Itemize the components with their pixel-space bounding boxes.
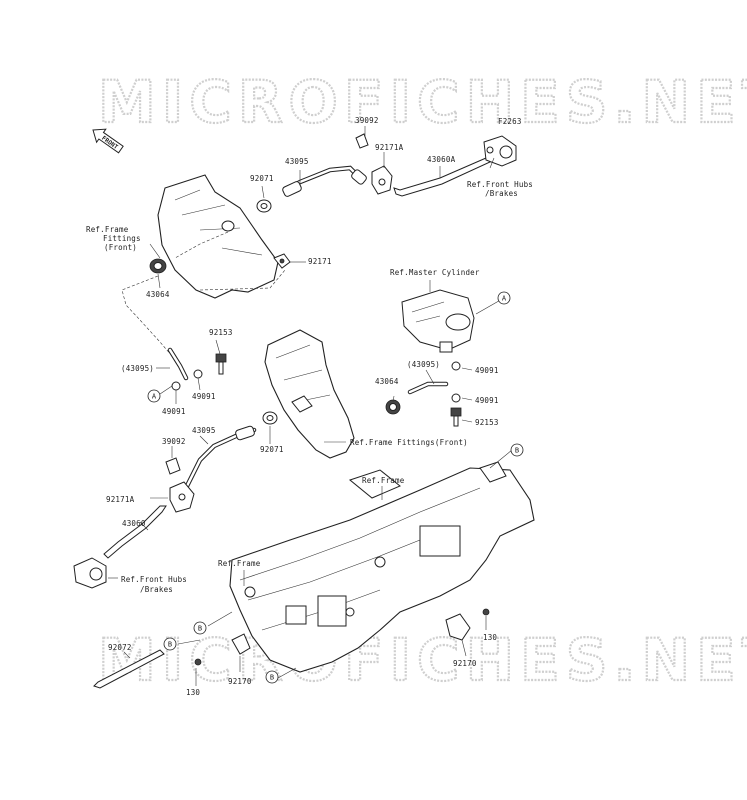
label-49091-left-b: 49091 <box>192 392 216 401</box>
label-ref-front-hubs-top-2: /Brakes <box>485 189 518 198</box>
label-ref-frame-fittings-inline: Ref.Frame Fittings(Front) <box>350 438 468 447</box>
clip-39092-mid <box>165 457 181 475</box>
label-92072: 92072 <box>108 643 132 652</box>
leader-lines <box>108 126 513 686</box>
label-49091-right-a: 49091 <box>475 366 499 375</box>
front-caliper-bottom <box>73 557 107 589</box>
label-ref-master-cylinder: Ref.Master Cylinder <box>390 268 480 277</box>
label-49091-right-b: 49091 <box>475 396 499 405</box>
label-43095-mid: 43095 <box>192 426 216 435</box>
label-92071-top: 92071 <box>250 174 274 183</box>
label-92153-right: 92153 <box>475 418 499 427</box>
label-43060A: 43060A <box>427 155 456 164</box>
frame-lower <box>229 461 535 673</box>
frame-fitting-front-mid <box>264 329 355 459</box>
bolt-130-right <box>482 608 490 616</box>
clamp-92171A-top <box>371 165 393 195</box>
svg-text:B: B <box>270 674 274 682</box>
label-ref-frame-fittings-front-2: Fittings <box>103 234 141 243</box>
svg-text:A: A <box>502 295 507 303</box>
brake-hose-43095-top <box>282 165 367 197</box>
brake-hose-43095-mid <box>183 425 257 491</box>
callout-b-frame-bottom: B <box>265 670 279 684</box>
svg-text:B: B <box>198 625 202 633</box>
label-39092-top: 39092 <box>355 116 379 125</box>
label-ref-frame-fittings-front-1: Ref.Frame <box>86 225 129 234</box>
svg-text:A: A <box>152 393 157 401</box>
band-92072 <box>93 649 165 689</box>
brake-hose-43095-left <box>167 347 189 381</box>
label-43060: 43060 <box>122 519 146 528</box>
label-92170-left: 92170 <box>228 677 252 686</box>
callout-b-frame-right: B <box>510 443 524 457</box>
label-ref-front-hubs-bot-2: /Brakes <box>140 585 173 594</box>
label-92071-mid: 92071 <box>260 445 284 454</box>
label-43064-left: 43064 <box>146 290 170 299</box>
label-92171A-top: 92171A <box>375 143 404 152</box>
label-ref-frame-fittings-front-3: (Front) <box>104 243 137 252</box>
watermark-bottom: MICROFICHES.NET <box>98 626 747 694</box>
clamp-92170-right <box>445 613 471 641</box>
label-92171: 92171 <box>308 257 332 266</box>
label-ref-front-hubs-bot-1: Ref.Front Hubs <box>121 575 187 584</box>
label-92153-left: 92153 <box>209 328 233 337</box>
label-43095-top: 43095 <box>285 157 309 166</box>
callout-b-band: B <box>163 637 177 651</box>
brake-pipe-43060 <box>103 505 167 559</box>
brake-hose-43095-right <box>407 381 449 395</box>
washer-49091-left-a <box>171 381 181 391</box>
watermark-top: MICROFICHES.NET <box>98 68 747 136</box>
label-130-right: 130 <box>483 633 497 642</box>
callout-a-master-cylinder: A <box>497 291 511 305</box>
svg-text:B: B <box>168 641 172 649</box>
label-43064-right: 43064 <box>375 377 399 386</box>
clamp-92171A-mid <box>169 481 195 513</box>
banjo-bolt-92153-right <box>450 407 462 427</box>
master-cylinder <box>401 289 475 353</box>
label-ref-frame-left: Ref.Frame <box>218 559 261 568</box>
washer-49091-right-a <box>451 361 461 371</box>
label-49091-left-a: 49091 <box>162 407 186 416</box>
banjo-bolt-92153-left <box>215 353 227 375</box>
label-43095-paren-left: (43095) <box>121 364 154 373</box>
label-ref-front-hubs-top-1: Ref.Front Hubs <box>467 180 533 189</box>
clamp-92170-left <box>231 633 251 655</box>
callout-b-frame-left: B <box>193 621 207 635</box>
label-92170-right: 92170 <box>453 659 477 668</box>
label-92171A-mid: 92171A <box>106 495 135 504</box>
label-130-left: 130 <box>186 688 200 697</box>
callout-a-left-hose: A <box>147 389 161 403</box>
label-39092-mid: 39092 <box>162 437 186 446</box>
diagram-code: F2263 <box>498 117 522 126</box>
svg-text:B: B <box>515 447 519 455</box>
label-43095-paren-right: (43095) <box>407 360 440 369</box>
bolt-130-left <box>194 658 202 666</box>
washer-49091-right-b <box>451 393 461 403</box>
washer-49091-left-b <box>193 369 203 379</box>
front-caliper-top <box>483 135 517 167</box>
label-ref-frame-right: Ref.Frame <box>362 476 405 485</box>
clip-39092-top <box>355 133 369 149</box>
